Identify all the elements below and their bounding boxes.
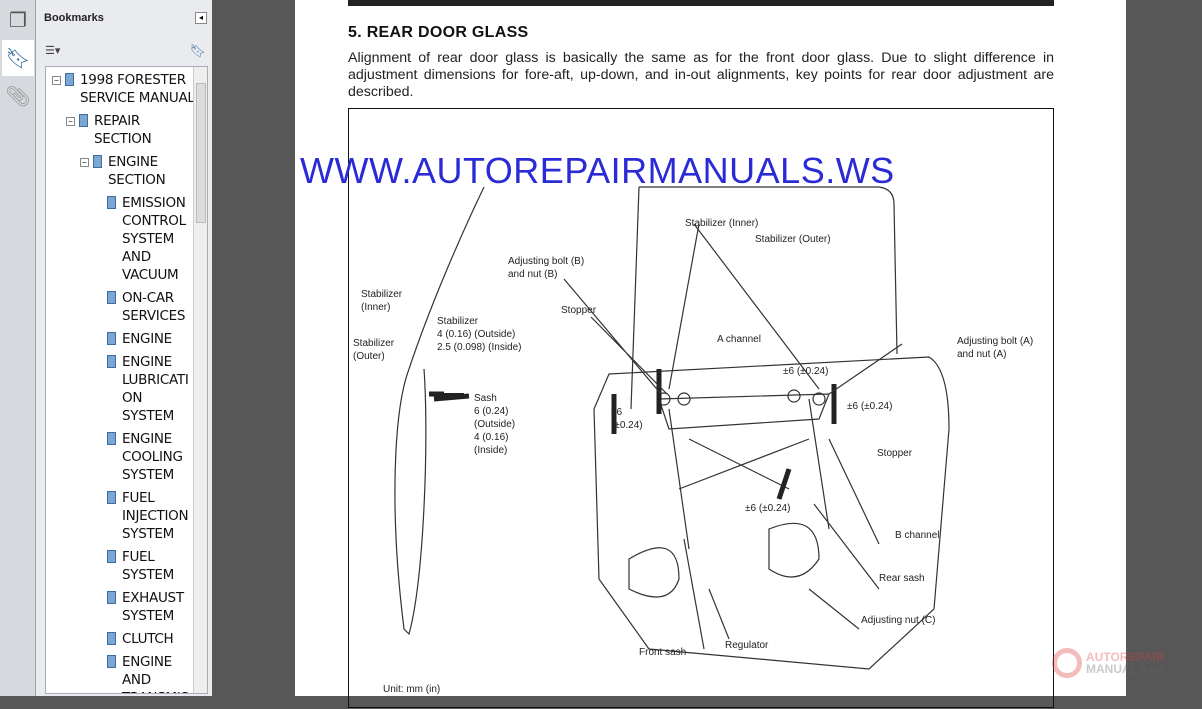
document-page: 5. REAR DOOR GLASS Alignment of rear doo… — [295, 0, 1126, 708]
label-unit: Unit: mm (in) — [383, 684, 441, 695]
bookmark-icon — [107, 196, 116, 209]
label-pm6-left: ±6 (±0.24) — [611, 407, 643, 431]
label-stabilizer-outer-left: Stabilizer (Outer) — [353, 338, 395, 362]
label-stopper-right: Stopper — [877, 448, 913, 459]
label-stabilizer-inner-left: Stabilizer (Inner) — [361, 289, 403, 313]
panel-title: Bookmarks — [44, 12, 104, 24]
bookmarks-icon[interactable]: 🔖︎ — [2, 40, 34, 76]
bookmark-icon — [107, 655, 116, 668]
label-rear-sash: Rear sash — [879, 573, 925, 584]
navigation-rail: ❐ 🔖︎ 📎︎ — [0, 0, 36, 696]
collapse-toggle-icon[interactable]: − — [66, 117, 75, 126]
label-pm6-bottom: ±6 (±0.24) — [745, 503, 791, 514]
bookmark-icon — [107, 550, 116, 563]
collapse-toggle-icon[interactable]: − — [80, 158, 89, 167]
label-adjusting-nut-c: Adjusting nut (C) — [861, 615, 936, 626]
door-diagram-drawing — [394, 186, 950, 670]
bookmark-label[interactable]: CLUTCH — [122, 631, 174, 647]
bookmarks-scrollbar[interactable] — [193, 67, 207, 693]
logo-line1: AUTOREPAIR — [1086, 650, 1165, 664]
label-adjusting-bolt-b: Adjusting bolt (B) and nut (B) — [508, 256, 585, 280]
logo-mark-icon — [1052, 648, 1082, 678]
label-pm6-top: ±6 (±0.24) — [783, 366, 829, 377]
label-a-channel: A channel — [717, 334, 761, 345]
scrollbar-thumb[interactable] — [196, 83, 206, 223]
label-sash: Sash 6 (0.24) (Outside) 4 (0.16) (Inside… — [474, 393, 516, 456]
collapse-panel-button[interactable]: ◂ — [195, 12, 207, 24]
page-thumbnails-icon[interactable]: ❐ — [9, 9, 27, 32]
section-paragraph: Alignment of rear door glass is basicall… — [348, 50, 1054, 100]
bookmark-icon — [107, 432, 116, 445]
bookmark-icon — [107, 591, 116, 604]
attachments-icon[interactable]: 📎︎ — [5, 85, 31, 108]
label-front-sash: Front sash — [639, 647, 687, 658]
bookmark-icon — [107, 291, 116, 304]
new-bookmark-icon[interactable]: 🔖︎ — [189, 43, 206, 58]
bookmark-label[interactable]: ENGINEANDTRANSMIS — [122, 654, 189, 693]
door-glass-figure: Stabilizer (Inner) Stabilizer (Outer) Ad… — [348, 108, 1054, 708]
label-stabilizer-outer-top: Stabilizer (Outer) — [755, 234, 831, 245]
label-stabilizer-values: Stabilizer 4 (0.16) (Outside) 2.5 (0.098… — [437, 316, 522, 353]
page-header-rule — [348, 0, 1054, 6]
bookmark-icon — [79, 114, 88, 127]
label-b-channel: B channel — [895, 530, 940, 541]
options-menu-icon[interactable]: ☰▾ — [45, 45, 61, 57]
bookmark-icon — [107, 355, 116, 368]
collapse-toggle-icon[interactable]: − — [52, 76, 61, 85]
bookmark-label[interactable]: ENGINE — [122, 331, 172, 347]
section-heading: 5. REAR DOOR GLASS — [348, 24, 529, 41]
bookmark-icon — [107, 632, 116, 645]
label-stopper-left: Stopper — [561, 305, 597, 316]
label-pm6-right: ±6 (±0.24) — [847, 401, 893, 412]
bookmark-icon — [107, 332, 116, 345]
bookmark-icon — [93, 155, 102, 168]
bookmark-icon — [65, 73, 74, 86]
logo-line2: MANUALS.ws — [1086, 662, 1166, 676]
label-adjusting-bolt-a: Adjusting bolt (A) and nut (A) — [957, 336, 1034, 360]
label-stabilizer-inner-top: Stabilizer (Inner) — [685, 218, 759, 229]
watermark-text: WWW.AUTOREPAIRMANUALS.WS — [300, 150, 895, 191]
label-regulator: Regulator — [725, 640, 769, 651]
bookmark-icon — [107, 491, 116, 504]
